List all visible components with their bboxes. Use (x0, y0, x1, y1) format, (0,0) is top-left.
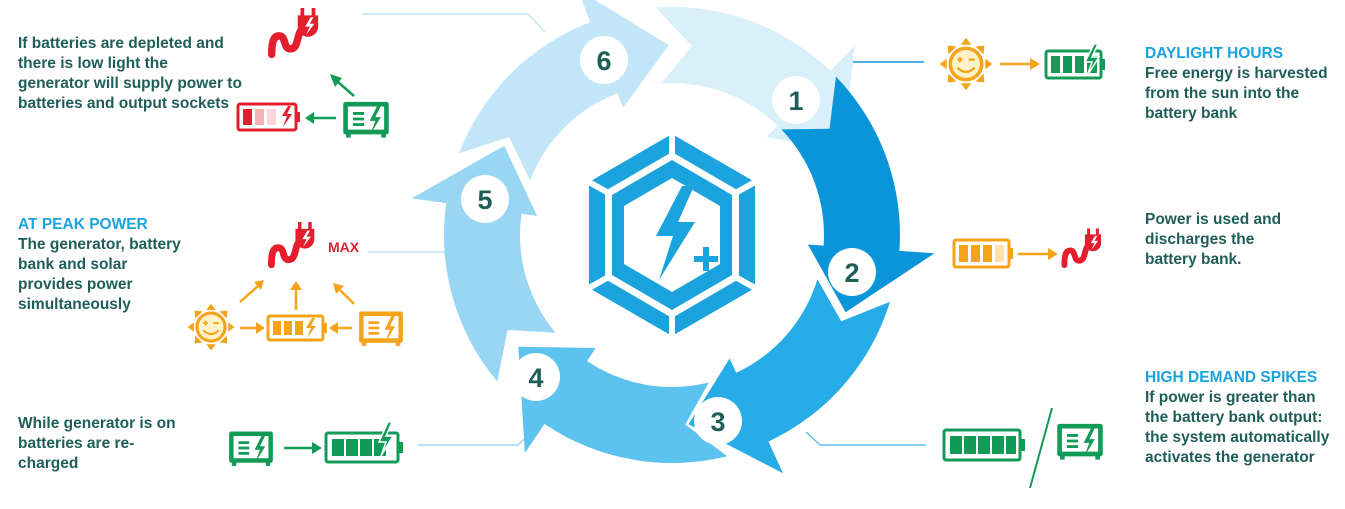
plug-icon (272, 8, 318, 54)
step-6-description: If batteries are depleted and there is l… (18, 35, 242, 112)
cycle-arrow-segment (518, 346, 728, 463)
generator-icon (231, 434, 270, 466)
arrow-right-icon (1000, 58, 1040, 70)
step-4-icons (231, 421, 403, 466)
battery-icon (324, 421, 403, 464)
battery-icon (1044, 43, 1105, 80)
arrow-right-icon (1018, 248, 1058, 260)
step-2-badge: 2 (828, 248, 876, 296)
battery-icon (952, 238, 1013, 269)
svg-text:5: 5 (477, 185, 492, 215)
svg-text:2: 2 (844, 258, 859, 288)
generator-icon (361, 314, 400, 346)
step-2-icons (952, 228, 1101, 269)
svg-text:4: 4 (528, 363, 543, 393)
arrow-right-icon (284, 442, 322, 454)
step-badges: 1 2 3 4 5 6 (461, 36, 876, 445)
svg-text:1: 1 (788, 86, 803, 116)
connector-step-3 (805, 431, 926, 446)
sun-icon (938, 36, 994, 92)
step-5-icons: MAX (186, 222, 401, 352)
plug-icon (271, 222, 314, 265)
step-1-description: DAYLIGHT HOURS Free energy is harvested … (1145, 44, 1340, 124)
step-1-heading: DAYLIGHT HOURS (1145, 45, 1284, 62)
cycle-arrow-segment (781, 76, 935, 313)
step-4-badge: 4 (512, 353, 560, 401)
power-hexagon-icon (587, 134, 757, 336)
svg-text:6: 6 (596, 46, 611, 76)
flow-arrows (239, 280, 355, 334)
step-3-description: HIGH DEMAND SPIKES If power is greater t… (1145, 368, 1343, 468)
svg-text:3: 3 (710, 407, 725, 437)
step-3-heading: HIGH DEMAND SPIKES (1145, 369, 1318, 386)
step-3-badge: 3 (694, 397, 742, 445)
battery-icon (266, 314, 327, 342)
step-5-heading: AT PEAK POWER (18, 216, 148, 233)
connector-step-6 (362, 13, 546, 33)
cycle-arrows (411, 0, 935, 474)
step-5-badge: 5 (461, 175, 509, 223)
step-6-badge: 6 (580, 36, 628, 84)
step-1-badge: 1 (772, 76, 820, 124)
generator-icon (346, 104, 387, 137)
plug-icon (1064, 228, 1101, 265)
generator-icon (1060, 426, 1101, 459)
sun-icon (186, 302, 236, 352)
connector-step-4 (418, 431, 533, 446)
divider-slash (1029, 407, 1053, 489)
step-3-icons (942, 407, 1101, 489)
battery-icon (942, 428, 1025, 462)
step-6-icons (236, 8, 387, 138)
max-label: MAX (328, 239, 360, 255)
cycle-arrow-segment (411, 145, 556, 382)
flow-arrows (305, 74, 355, 124)
step-4-description: While generator is on batteries are re-c… (18, 415, 176, 472)
step-5-description: AT PEAK POWER The generator, battery ban… (18, 215, 193, 315)
step-2-description: Power is used and discharges the battery… (1145, 211, 1282, 268)
battery-icon (236, 102, 300, 132)
cycle-arrow-segment (459, 0, 669, 181)
step-1-icons (938, 36, 1105, 92)
